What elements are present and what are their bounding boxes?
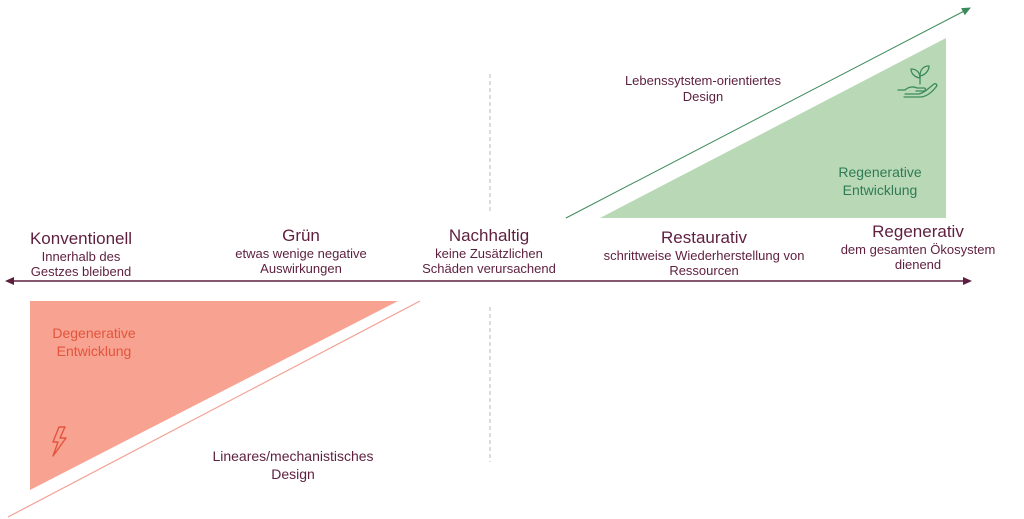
stage-title: Nachhaltig [448,226,530,245]
regenerative-development-label: Regenerative Entwicklung [815,164,945,199]
regenerative-development-line2: Entwicklung [842,181,918,198]
regenerative-triangle [600,38,946,218]
stage-subtitle-line2: Schäden verursachend [422,261,556,276]
stage-gruen: Grün etwas wenige negative Auswirkungen [206,226,396,276]
regenerative-design-line2: Design [682,89,724,105]
regenerative-development-line1: Regenerative [838,164,922,180]
stage-subtitle-line1: schrittweise Wiederherstellung von [603,248,805,263]
stage-title: Konventionell [29,229,133,248]
stage-subtitle-line2: Auswirkungen [260,261,342,276]
degenerative-development-line1: Degenerative [52,325,136,341]
stage-subtitle-line2: Gestzes bleibend [30,264,132,279]
stage-subtitle-line1: Innerhalb des [41,249,121,264]
stage-title: Grün [282,226,320,245]
regenerative-design-label: Lebenssytstem-orientiertes Design [598,73,808,106]
degenerative-development-line2: Entwicklung [56,342,132,359]
main-axis-arrow [5,277,972,285]
degenerative-development-label: Degenerative Entwicklung [34,325,154,360]
stage-subtitle-line1: etwas wenige negative [235,246,367,261]
regenerative-design-line1: Lebenssytstem-orientiertes [624,73,782,88]
stage-subtitle-line2: Ressourcen [669,263,739,278]
hand-plant-icon [897,65,938,98]
degenerative-triangle [30,301,398,490]
degenerative-line [7,300,421,518]
lightning-icon [52,426,67,457]
stage-nachhaltig: Nachhaltig keine Zusätzlichen Schäden ve… [406,226,572,276]
stage-subtitle-line1: keine Zusätzlichen [435,246,543,261]
degenerative-design-line1: Lineares/mechanistisches [212,448,374,464]
stage-title: Regenerativ [872,222,964,241]
stage-konventionell: Konventionell Innerhalb des Gestzes blei… [8,229,154,279]
stage-subtitle-line2: dienend [894,257,942,272]
stage-subtitle-line1: dem gesamten Ökosystem [840,242,996,257]
stage-regenerativ: Regenerativ dem gesamten Ökosystem diene… [826,222,1010,272]
stage-restaurativ: Restaurativ schrittweise Wiederherstellu… [584,228,824,278]
stage-title: Restaurativ [661,228,747,247]
degenerative-design-label: Lineares/mechanistisches Design [183,448,403,483]
regenerative-arrow [565,7,971,219]
degenerative-design-line2: Design [271,465,315,482]
